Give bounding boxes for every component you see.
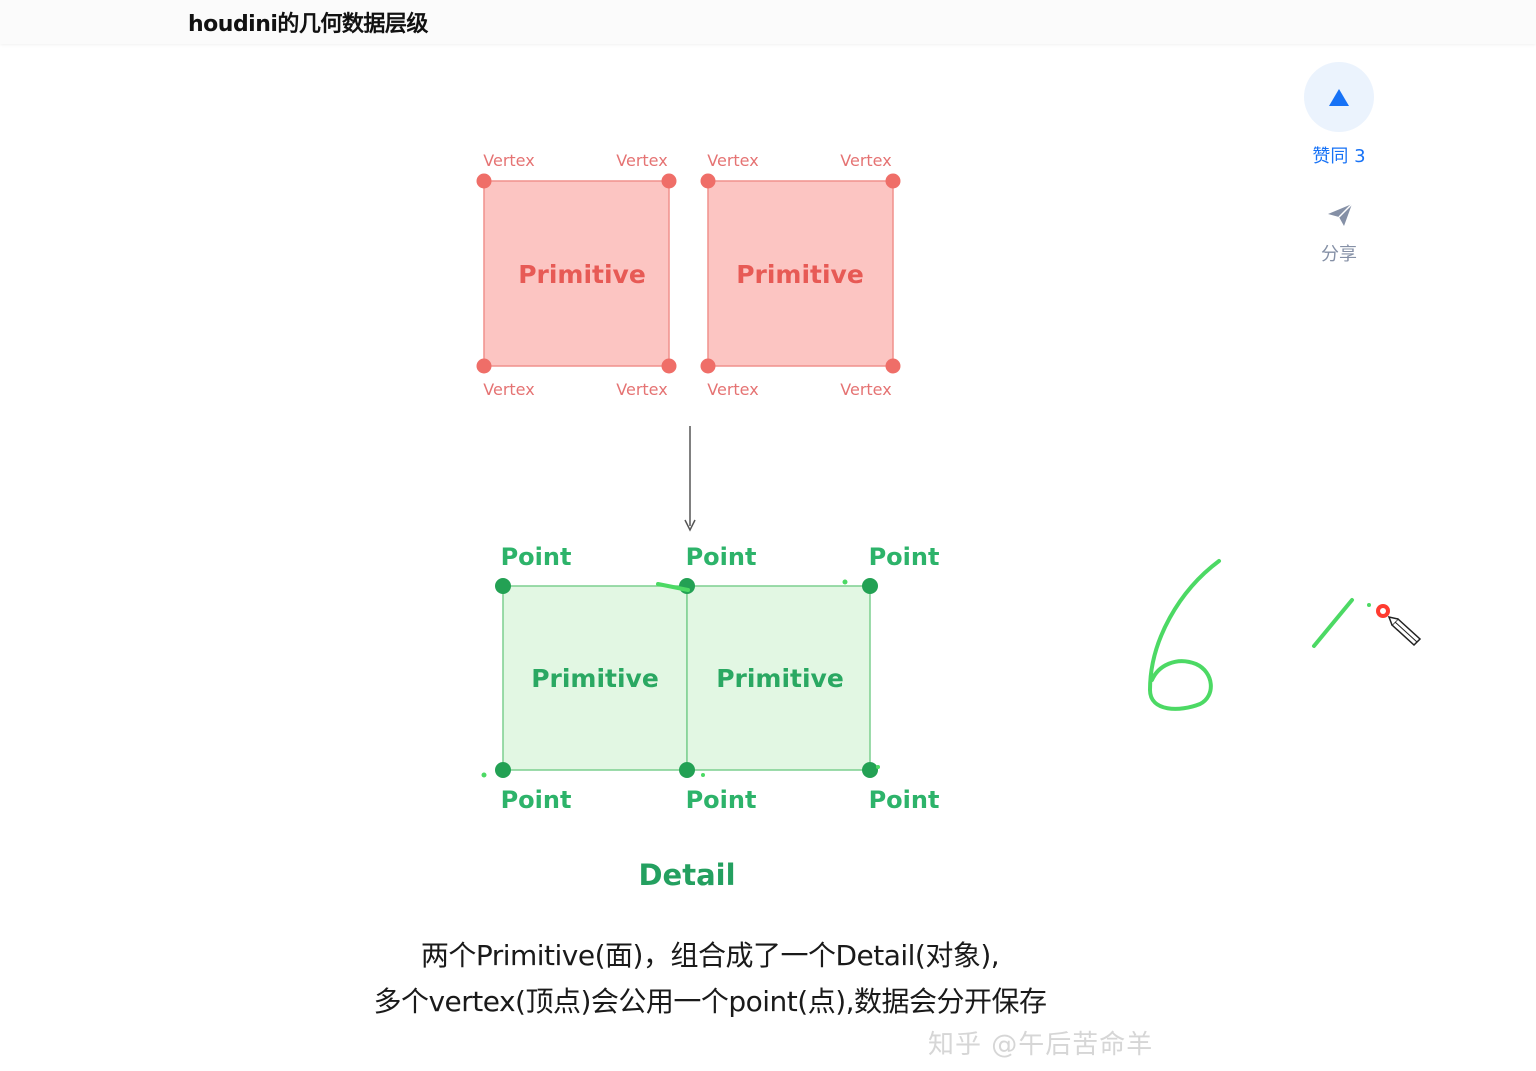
vertex-label: Vertex: [616, 380, 667, 399]
vertex-dot: [476, 358, 492, 374]
vertex-label: Vertex: [483, 380, 534, 399]
point-label: Point: [869, 543, 940, 571]
primitive-face-red-right: [707, 180, 894, 367]
vertex-dot: [885, 173, 901, 189]
point-label: Point: [501, 786, 572, 814]
watermark: 知乎 @午后苦命羊: [928, 1030, 1154, 1060]
point-label: Point: [686, 543, 757, 571]
primitive-label: Primitive: [736, 260, 864, 289]
pen-dot: [1367, 603, 1371, 607]
primitive-face-red-left: [483, 180, 670, 367]
pen-dot: [481, 772, 487, 778]
pencil-cursor-icon: [1376, 604, 1422, 647]
primitive-label: Primitive: [716, 664, 844, 693]
point-label: Point: [501, 543, 572, 571]
detail-label: Detail: [638, 858, 735, 892]
vertex-dot: [661, 358, 677, 374]
vertex-dot: [700, 173, 716, 189]
vertex-label: Vertex: [483, 151, 534, 170]
vertex-dot: [476, 173, 492, 189]
pen-dot: [701, 773, 705, 777]
vertex-label: Vertex: [707, 151, 758, 170]
point-label: Point: [869, 786, 940, 814]
share-button[interactable]: 分享: [1321, 244, 1357, 265]
pen-dot: [842, 579, 848, 585]
vertex-dot: [661, 173, 677, 189]
down-arrow-head-icon: [684, 519, 696, 532]
upvote-count-label[interactable]: 赞同 3: [1312, 146, 1366, 167]
pen-stroke: [656, 582, 690, 592]
upvote-button[interactable]: [1304, 62, 1374, 132]
pen-dot: [876, 765, 880, 769]
point-label: Point: [686, 786, 757, 814]
handwriting-annotation: [656, 559, 1354, 711]
primitive-face-green-left: [502, 585, 688, 771]
point-dot: [862, 578, 878, 594]
point-dot: [495, 762, 511, 778]
point-dot: [679, 762, 695, 778]
handwritten-slash: [1312, 598, 1354, 648]
vertex-dot: [885, 358, 901, 374]
vertex-label: Vertex: [707, 380, 758, 399]
primitive-face-green-right: [686, 585, 871, 771]
vertex-label: Vertex: [840, 151, 891, 170]
caption-line-2: 多个vertex(顶点)会公用一个point(点),数据会分开保存: [373, 985, 1047, 1018]
vertex-label: Vertex: [616, 151, 667, 170]
page-title: houdini的几何数据层级: [188, 12, 428, 37]
handwritten-digit-6: [1148, 559, 1221, 711]
point-dot: [495, 578, 511, 594]
top-bar: houdini的几何数据层级: [0, 0, 1536, 44]
upvote-triangle-icon: [1329, 89, 1349, 106]
paper-plane-icon[interactable]: [1326, 202, 1354, 228]
vertex-label: Vertex: [840, 380, 891, 399]
primitive-label: Primitive: [531, 664, 659, 693]
point-dot: [862, 762, 878, 778]
vertex-dot: [700, 358, 716, 374]
primitive-label: Primitive: [518, 260, 646, 289]
caption-line-1: 两个Primitive(面)，组合成了一个Detail(对象),: [420, 939, 1000, 972]
